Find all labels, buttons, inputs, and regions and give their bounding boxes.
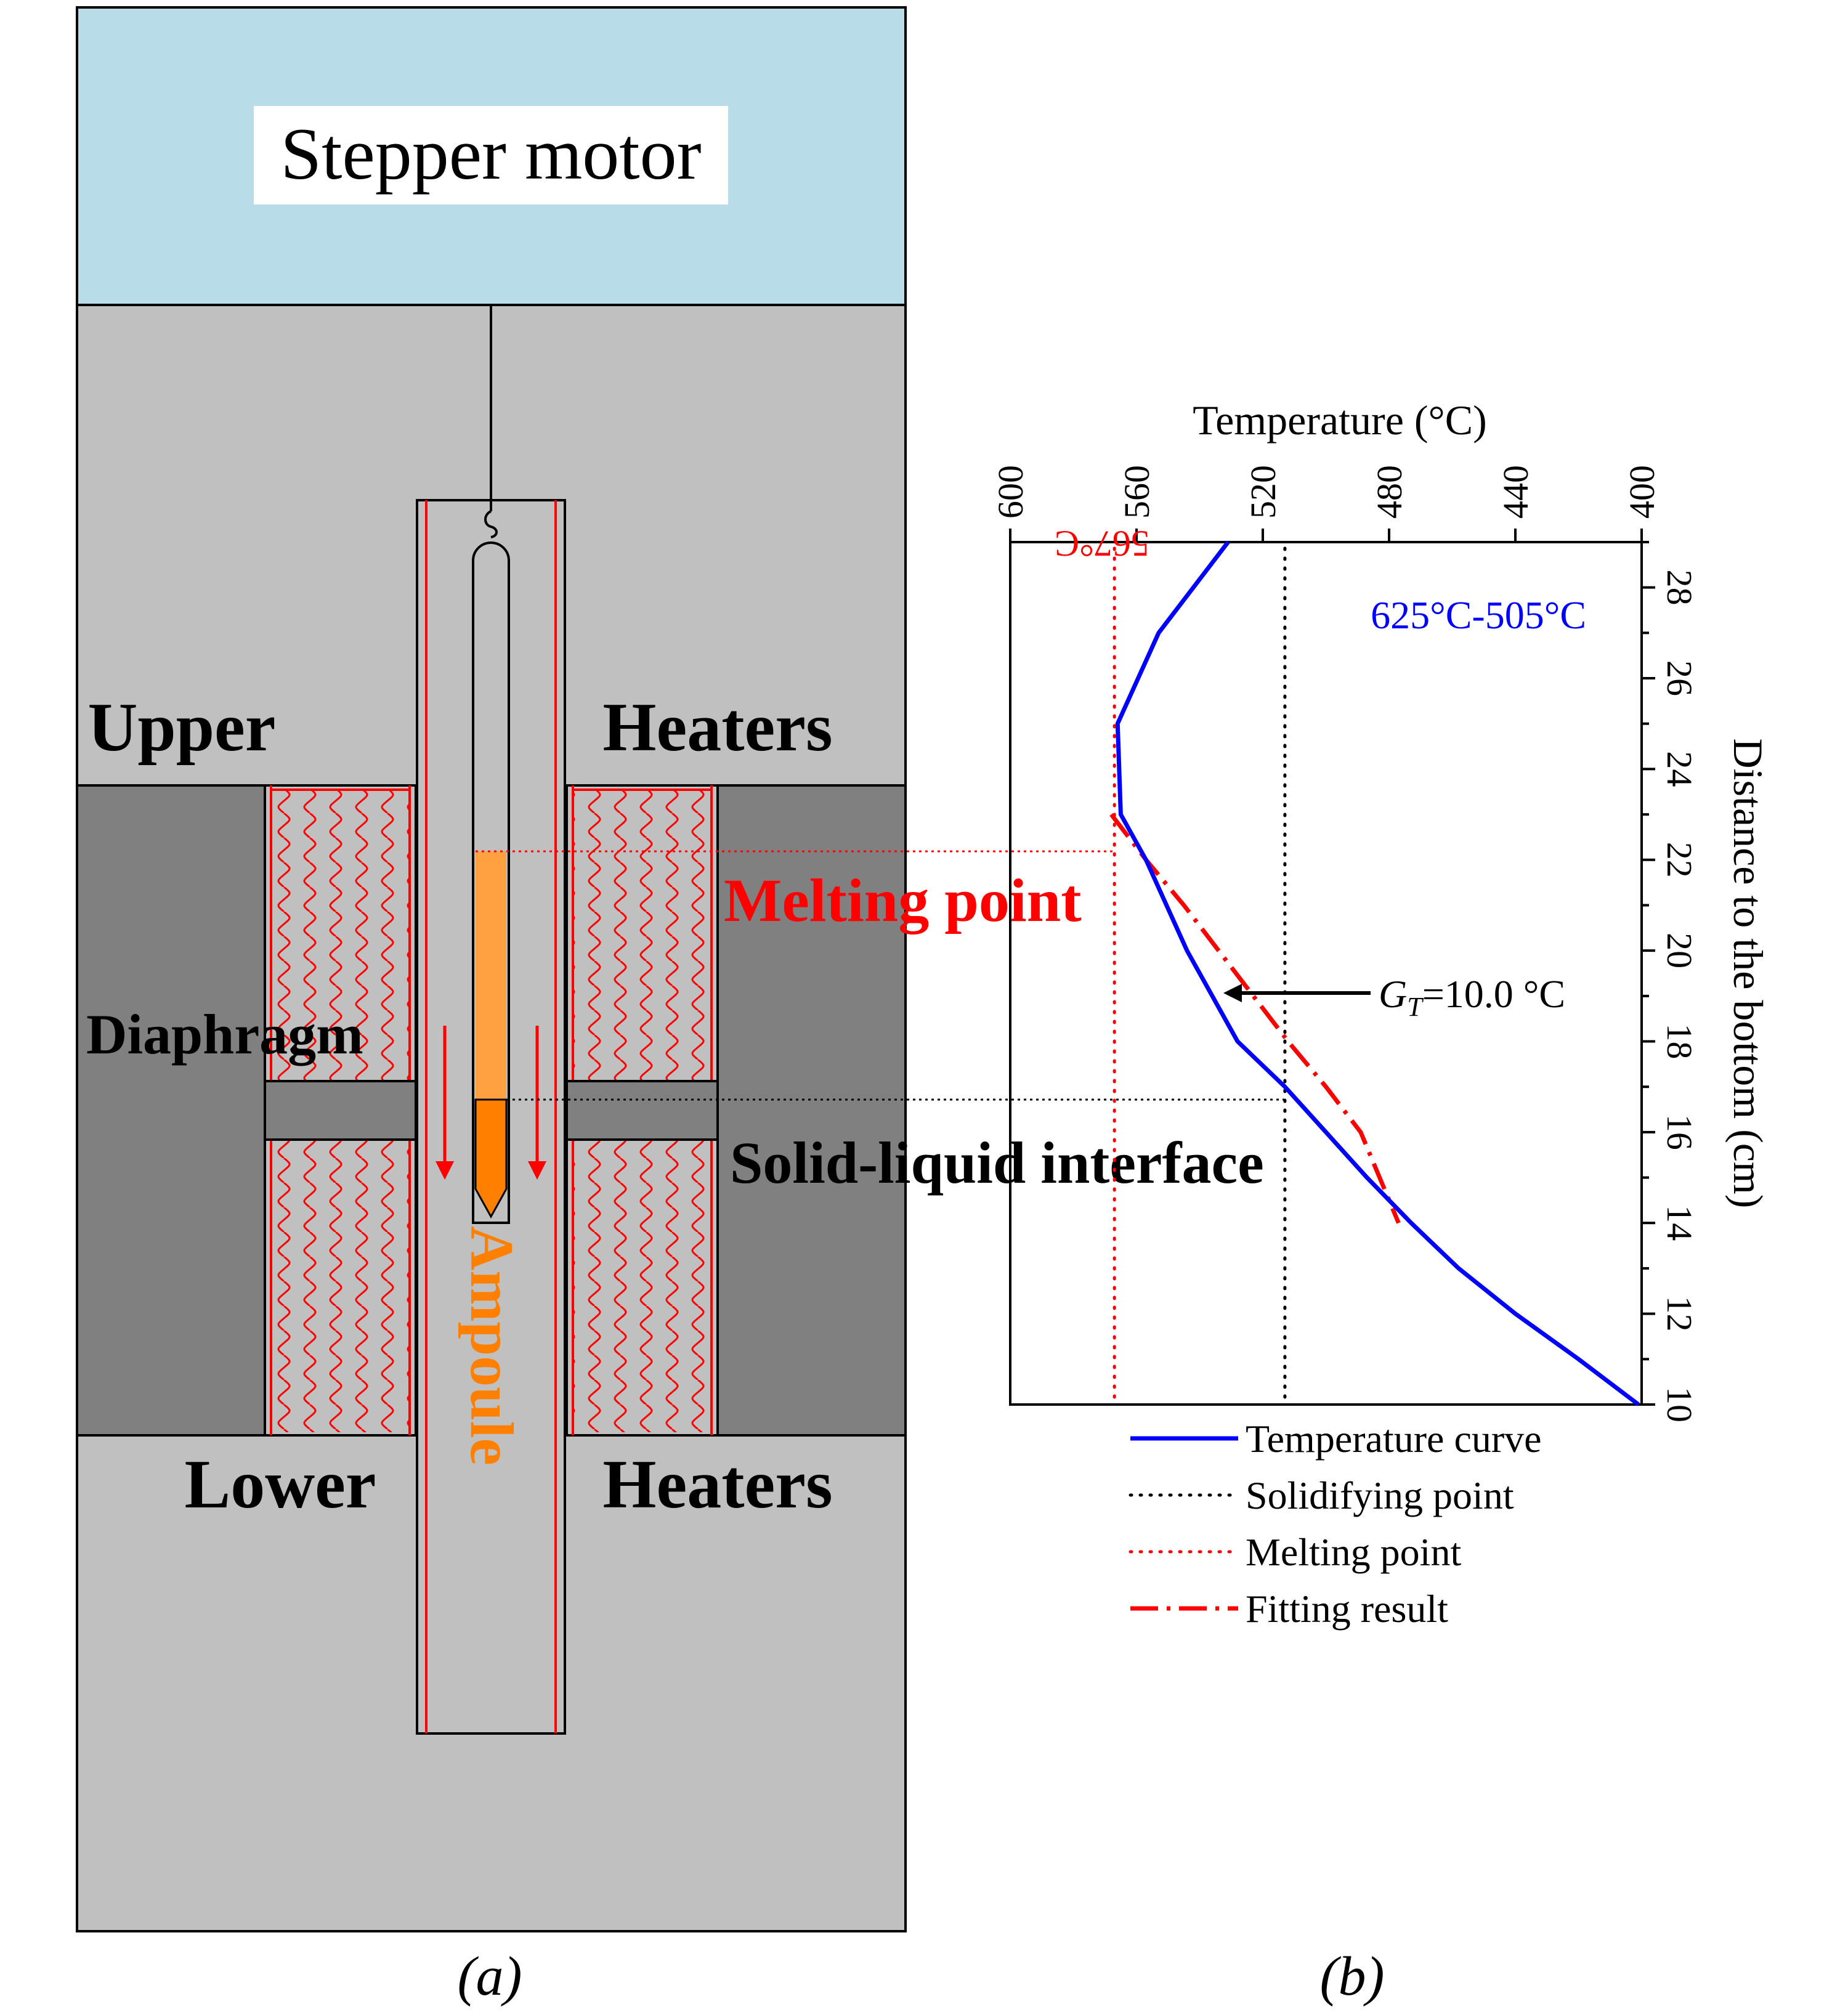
y-axis-title: Distance to the bottom (cm) bbox=[1725, 739, 1772, 1209]
temperature-range-annotation: 625°C-505°C bbox=[1371, 593, 1586, 637]
y-tick-label: 12 bbox=[1660, 1296, 1700, 1332]
lower-heaters-label: Heaters bbox=[602, 1446, 832, 1523]
y-axis-ticks: 10 12 14 16 18 20 22 24 26 28 bbox=[1642, 541, 1700, 1422]
x-axis-title: Temperature (°C) bbox=[1193, 397, 1486, 444]
y-tick-label: 14 bbox=[1660, 1205, 1700, 1241]
melting-point-label: Melting point bbox=[724, 866, 1082, 935]
y-tick-label: 22 bbox=[1660, 842, 1700, 878]
diaphragm-label: Diaphragm bbox=[86, 1003, 363, 1066]
y-tick-label: 20 bbox=[1660, 933, 1700, 968]
legend-label: Fitting result bbox=[1246, 1587, 1448, 1631]
y-tick-label: 28 bbox=[1660, 570, 1700, 606]
temperature-curve-line bbox=[1115, 540, 1640, 1406]
gradient-symbol: G bbox=[1379, 972, 1407, 1016]
y-tick-label: 10 bbox=[1660, 1387, 1700, 1422]
left-outer-insulation bbox=[76, 784, 266, 1437]
x-tick-label: 480 bbox=[1369, 465, 1409, 519]
upper-heaters-label: Heaters bbox=[602, 689, 832, 766]
solid-liquid-interface-label: Solid-liquid interface bbox=[730, 1130, 1264, 1196]
suspension-hook bbox=[484, 510, 498, 538]
x-tick-label: 520 bbox=[1243, 465, 1283, 519]
schematic-panel: Stepper motor bbox=[76, 6, 1284, 2007]
legend-label: Solidifying point bbox=[1246, 1474, 1514, 1517]
x-tick-label: 440 bbox=[1496, 465, 1536, 519]
gradient-annotation: GT=10.0 °C bbox=[1379, 972, 1565, 1022]
lower-label: Lower bbox=[184, 1446, 376, 1523]
upper-label: Upper bbox=[88, 689, 276, 766]
ampoule-melt-region bbox=[476, 851, 506, 1101]
y-tick-label: 26 bbox=[1660, 660, 1700, 696]
right-outer-insulation bbox=[716, 784, 907, 1437]
gradient-subscript: T bbox=[1407, 992, 1424, 1022]
melting-temperature-annotation: 567°C bbox=[1055, 524, 1149, 564]
ampoule-label: Ampoule bbox=[458, 1226, 526, 1466]
y-tick-label: 18 bbox=[1660, 1024, 1700, 1060]
x-tick-label: 560 bbox=[1117, 465, 1157, 519]
caption-b: (b) bbox=[1320, 1946, 1385, 2007]
legend-label: Temperature curve bbox=[1246, 1417, 1542, 1461]
stepper-motor-label: Stepper motor bbox=[280, 113, 701, 195]
right-diaphragm-baffle bbox=[565, 1080, 719, 1141]
plot-frame bbox=[1009, 541, 1643, 1406]
caption-a: (a) bbox=[458, 1946, 522, 2007]
motor-label-background bbox=[254, 106, 728, 205]
legend-label: Melting point bbox=[1246, 1530, 1461, 1574]
ampoule-solid-region bbox=[474, 1098, 508, 1219]
x-tick-label: 600 bbox=[991, 465, 1031, 519]
left-diaphragm-baffle bbox=[264, 1080, 417, 1141]
gradient-value: =10.0 °C bbox=[1422, 972, 1565, 1016]
x-axis-ticks: 600 560 520 480 440 400 bbox=[991, 465, 1662, 542]
y-tick-label: 24 bbox=[1660, 751, 1700, 787]
x-tick-label: 400 bbox=[1622, 465, 1662, 519]
y-tick-label: 16 bbox=[1660, 1114, 1700, 1150]
